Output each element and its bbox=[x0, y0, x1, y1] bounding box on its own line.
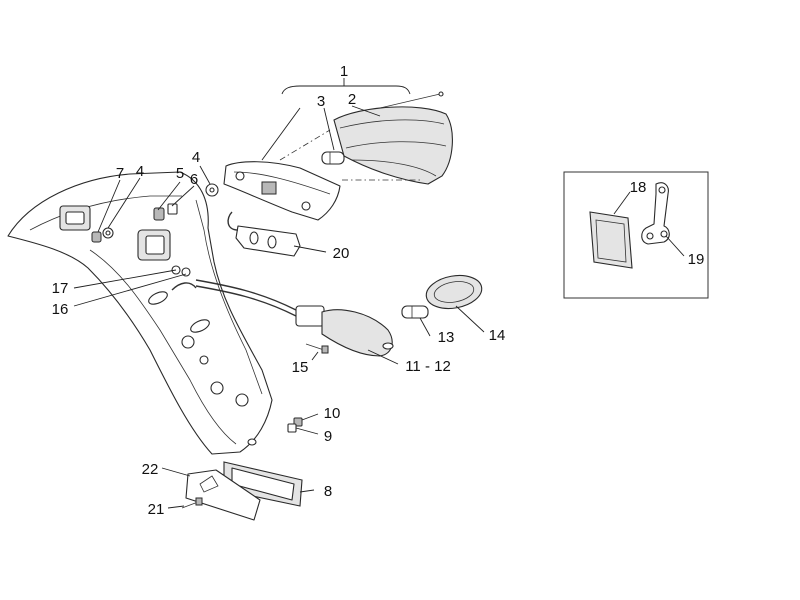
long-screw bbox=[379, 91, 444, 109]
callout-19: 19 bbox=[688, 251, 705, 268]
assembly-dashline bbox=[279, 129, 331, 161]
gasket bbox=[185, 469, 261, 521]
callout-7: 7 bbox=[116, 165, 124, 182]
callout-2: 2 bbox=[348, 91, 356, 108]
callout-18: 18 bbox=[630, 179, 647, 196]
callout-14: 14 bbox=[489, 327, 506, 344]
callout-17: 17 bbox=[52, 280, 69, 297]
callout-3: 3 bbox=[317, 93, 325, 110]
callout-13: 13 bbox=[438, 329, 455, 346]
leader-lines bbox=[73, 78, 685, 509]
taillight-lens bbox=[333, 106, 453, 185]
taillight-housing bbox=[223, 161, 341, 221]
callout-10: 10 bbox=[324, 405, 341, 422]
callout-6: 6 bbox=[190, 171, 198, 188]
callout-4-left: 4 bbox=[136, 163, 144, 180]
hardware-9-10 bbox=[287, 417, 303, 433]
screw-21 bbox=[181, 497, 203, 509]
indicator-bulb bbox=[401, 305, 429, 319]
callout-4-right: 4 bbox=[192, 149, 200, 166]
mounting-bracket bbox=[641, 182, 670, 245]
inset-frame bbox=[563, 171, 709, 299]
callout-1: 1 bbox=[340, 63, 348, 80]
callout-11-12: 11 - 12 bbox=[405, 358, 451, 375]
bulb-part-3 bbox=[321, 151, 345, 165]
callout-labels: 1 2 3 4 4 5 6 7 8 9 10 11 - 12 13 14 15 … bbox=[52, 63, 705, 518]
callout-15: 15 bbox=[292, 359, 309, 376]
screw-15 bbox=[305, 343, 329, 354]
callout-8: 8 bbox=[324, 483, 332, 500]
reflector bbox=[589, 211, 633, 269]
rear-mudguard bbox=[7, 171, 273, 455]
indicator-lens bbox=[425, 274, 483, 310]
callout-21: 21 bbox=[148, 501, 165, 518]
wiring-module bbox=[227, 211, 301, 257]
callout-20: 20 bbox=[333, 245, 350, 262]
callout-22: 22 bbox=[142, 461, 159, 478]
callout-16: 16 bbox=[52, 301, 69, 318]
callout-5: 5 bbox=[176, 165, 184, 182]
callout-9: 9 bbox=[324, 428, 332, 445]
hardware-left-cluster bbox=[91, 183, 219, 243]
turn-signal-indicator bbox=[195, 279, 394, 357]
